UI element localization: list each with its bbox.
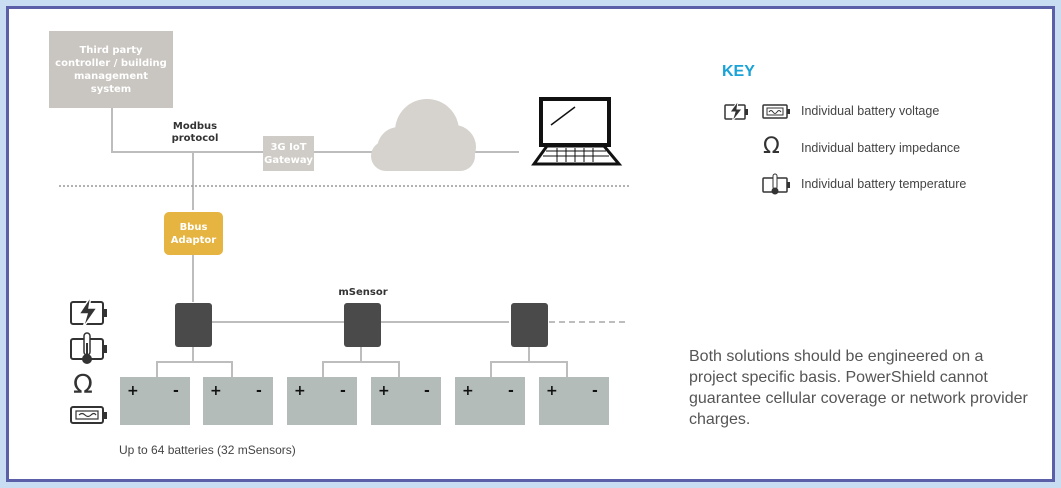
terminal-plus: + — [378, 383, 390, 399]
key-voltage-meter-icon — [762, 104, 790, 119]
diagram-canvas: + - + - + - + - + - + - Ω — [49, 31, 790, 425]
battery-terminals: + - + - + - + - + - + - — [127, 383, 598, 399]
battery-temperature-icon — [70, 332, 107, 364]
key-voltage-icon — [724, 100, 748, 123]
battery-1 — [120, 377, 190, 425]
controller-box — [49, 31, 173, 108]
terminal-plus: + — [127, 383, 139, 399]
battery-2 — [203, 377, 273, 425]
key-item-voltage: Individual battery voltage — [801, 104, 940, 118]
key-item-impedance: Individual battery impedance — [801, 141, 961, 155]
terminal-plus: + — [294, 383, 306, 399]
sensor2-battery-wires — [322, 346, 400, 377]
msensor-label: mSensor — [338, 287, 388, 298]
battery-row — [120, 377, 609, 425]
terminal-minus: - — [256, 383, 262, 399]
battery-6 — [539, 377, 609, 425]
bbus-label: Bbus Adaptor — [170, 221, 217, 246]
key-item-temperature: Individual battery temperature — [801, 177, 967, 191]
controller-label: Third party controller / building manage… — [55, 44, 167, 95]
key-impedance-icon: Ω — [763, 134, 780, 159]
sensor3-battery-wires — [490, 346, 568, 377]
gateway-label: 3G IoT Gateway — [264, 141, 313, 166]
battery-capacity-caption: Up to 64 batteries (32 mSensors) — [119, 443, 296, 457]
battery-voltage-icon — [70, 295, 107, 329]
key-title: KEY — [722, 63, 755, 80]
modbus-label: Modbus protocol — [171, 121, 219, 144]
terminal-minus: - — [424, 383, 430, 399]
sensor1-battery-wires — [156, 346, 233, 377]
terminal-minus: - — [508, 383, 514, 399]
impedance-omega-icon: Ω — [73, 370, 93, 400]
svg-text:Ω: Ω — [763, 134, 780, 159]
svg-text:Ω: Ω — [73, 370, 93, 400]
battery-3 — [287, 377, 357, 425]
terminal-minus: - — [592, 383, 598, 399]
bbus-adaptor-box — [164, 212, 223, 255]
laptop-icon — [531, 97, 623, 166]
gateway-box — [263, 136, 314, 171]
battery-5 — [455, 377, 525, 425]
battery-4 — [371, 377, 441, 425]
terminal-minus: - — [173, 383, 179, 399]
engineering-note: Both solutions should be engineered on a… — [689, 348, 1028, 428]
terminal-plus: + — [546, 383, 558, 399]
terminal-plus: + — [462, 383, 474, 399]
msensor-3 — [511, 303, 548, 347]
msensor-1 — [175, 303, 212, 347]
terminal-plus: + — [210, 383, 222, 399]
key-temperature-icon — [762, 173, 790, 195]
battery-voltage-meter-icon — [70, 406, 107, 424]
cloud-icon — [371, 99, 476, 171]
msensor-2 — [344, 303, 381, 347]
terminal-minus: - — [340, 383, 346, 399]
diagram-frame: + - + - + - + - + - + - Ω — [6, 6, 1055, 482]
